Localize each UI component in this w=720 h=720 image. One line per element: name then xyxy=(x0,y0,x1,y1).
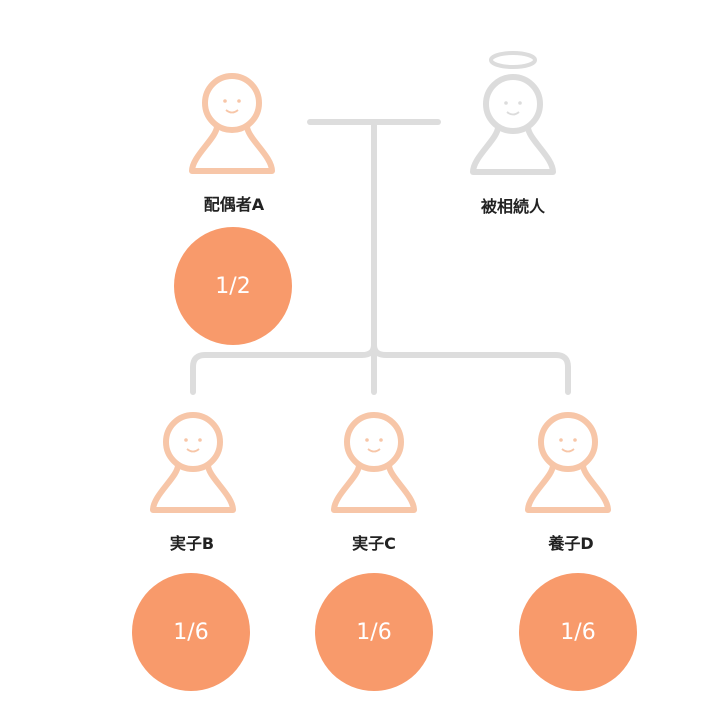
decedent-icon xyxy=(470,51,556,175)
child-d-share-value: 1/6 xyxy=(560,619,596,645)
branch-left xyxy=(190,342,377,395)
head xyxy=(344,412,404,472)
eye-right xyxy=(379,438,383,442)
mouth xyxy=(506,111,520,116)
child-b-icon xyxy=(150,412,236,513)
eye-left xyxy=(223,99,227,103)
eye-left xyxy=(184,438,188,442)
child-b-share-value: 1/6 xyxy=(173,619,209,645)
mouth xyxy=(561,448,575,453)
body xyxy=(189,125,275,174)
eye-left xyxy=(559,438,563,442)
child-c-share-circle: 1/6 xyxy=(315,573,433,691)
halo xyxy=(489,51,537,69)
child-c-share-value: 1/6 xyxy=(356,619,392,645)
body xyxy=(525,464,611,513)
spouse-label: 配偶者A xyxy=(203,195,265,214)
body xyxy=(150,464,236,513)
head xyxy=(163,412,223,472)
child-b-share-circle: 1/6 xyxy=(132,573,250,691)
eye-left xyxy=(504,101,508,105)
head xyxy=(483,74,543,134)
child-d-label: 養子D xyxy=(548,534,594,553)
child-c-label: 実子C xyxy=(352,534,396,553)
eye-left xyxy=(365,438,369,442)
spouse-share-value: 1/2 xyxy=(215,273,251,299)
body xyxy=(331,464,417,513)
eye-right xyxy=(518,101,522,105)
child-d-icon xyxy=(525,412,611,513)
eye-right xyxy=(198,438,202,442)
child-b-label: 実子B xyxy=(169,534,215,553)
child-d-share-circle: 1/6 xyxy=(519,573,637,691)
child-c-icon xyxy=(331,412,417,513)
head xyxy=(202,73,262,133)
eye-right xyxy=(237,99,241,103)
decedent-label: 被相続人 xyxy=(480,197,546,216)
connector-lines xyxy=(190,119,571,395)
branch-right xyxy=(371,342,571,395)
eye-right xyxy=(573,438,577,442)
mouth xyxy=(225,109,239,114)
mouth xyxy=(186,448,200,453)
body xyxy=(470,126,556,175)
mouth xyxy=(367,448,381,453)
spouse-icon xyxy=(189,73,275,174)
head xyxy=(538,412,598,472)
spouse-share-circle: 1/2 xyxy=(174,227,292,345)
